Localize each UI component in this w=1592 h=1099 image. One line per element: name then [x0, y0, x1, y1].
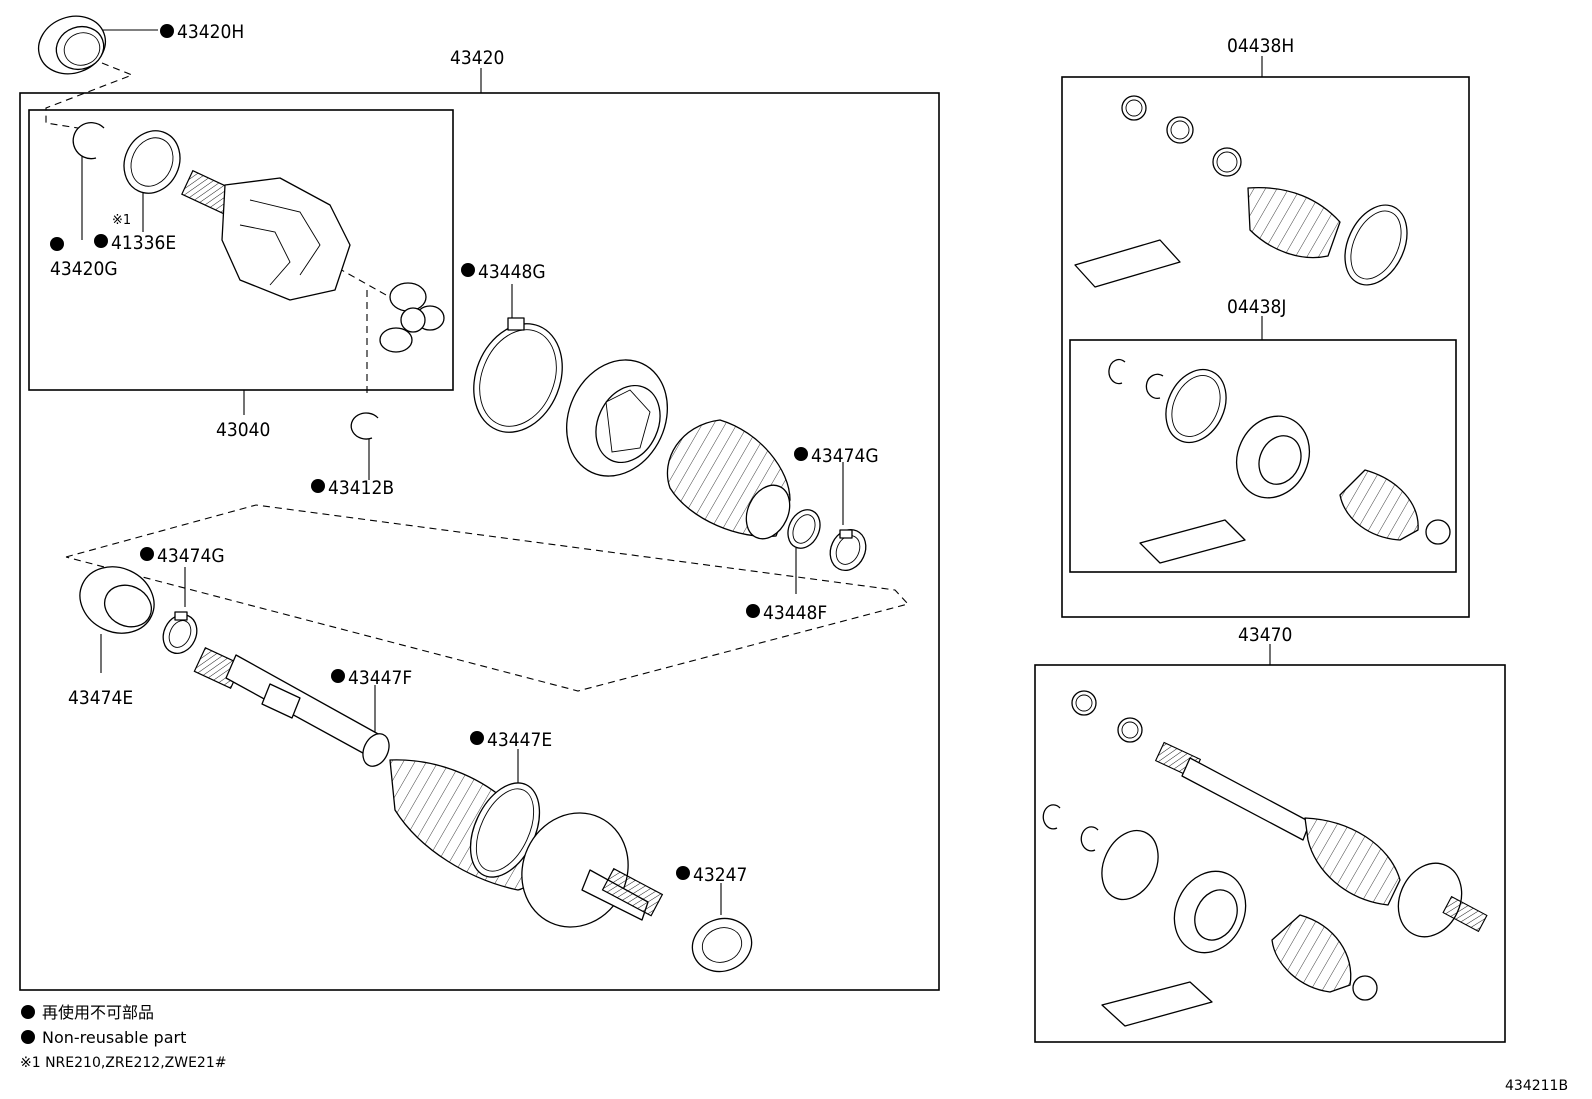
label-43447F-text: 43447F	[348, 667, 412, 689]
inboard-boot	[666, 419, 791, 540]
label-43420H-text: 43420H	[177, 21, 244, 43]
label-43470: 43470	[1238, 624, 1292, 646]
boot-clamp-43447F	[362, 733, 390, 767]
label-43420: 43420	[450, 47, 504, 69]
snap-ring-43412B	[350, 412, 379, 440]
label-mark1-text: ※1	[112, 213, 131, 228]
diagram-code: 434211B	[1505, 1078, 1568, 1094]
label-43474E: 43474E	[68, 687, 133, 709]
label-43447F: 43447F	[331, 667, 412, 689]
assembly-43470-parts	[1042, 690, 1488, 1027]
label-43420G-text: 43420G	[50, 258, 118, 280]
label-43474G-right-text: 43474G	[811, 445, 879, 467]
boot-kit-frame-04438J	[1069, 339, 1457, 573]
snap-ring-43420G	[72, 122, 105, 160]
legend: 再使用不可部品 Non-reusable part ※1 NRE210,ZRE2…	[20, 1003, 226, 1071]
drive-shaft	[193, 646, 381, 759]
label-43474E-text: 43474E	[68, 687, 133, 709]
label-43247-text: 43247	[693, 864, 747, 886]
kit-04438J-parts	[1108, 358, 1451, 564]
kit-04438H-parts	[1074, 95, 1408, 288]
shaft-assembly-frame-43470	[1034, 664, 1506, 1043]
boot-clamp-43474G-left	[162, 611, 198, 654]
seal-ring-43420H	[37, 15, 107, 75]
main-assembly-frame	[19, 92, 940, 991]
legend-en: Non-reusable part	[42, 1028, 186, 1047]
label-43470-text: 43470	[1238, 624, 1292, 646]
leader-lines	[81, 29, 1271, 915]
boot-clamp-43447E	[469, 782, 541, 878]
boot-clamp-43448G	[473, 317, 563, 433]
part-labels: 43420H 43420 43420G ※1 41336E 43040 4341…	[50, 21, 1294, 886]
label-43448G-text: 43448G	[478, 261, 546, 283]
label-43420-text: 43420	[450, 47, 504, 69]
label-43448F: 43448F	[746, 602, 827, 624]
label-43447E: 43447E	[470, 729, 552, 751]
tripod-joint	[379, 282, 445, 353]
label-43040: 43040	[216, 419, 270, 441]
label-43474G-left-text: 43474G	[157, 545, 225, 567]
label-43447E-text: 43447E	[487, 729, 552, 751]
seal-ring-43247	[691, 917, 753, 973]
footnote: ※1 NRE210,ZRE212,ZWE21#	[20, 1055, 226, 1071]
legend-jp: 再使用不可部品	[42, 1003, 154, 1022]
label-43412B: 43412B	[311, 477, 394, 499]
inboard-joint-housing	[181, 169, 351, 301]
label-43448F-text: 43448F	[763, 602, 827, 624]
label-43247: 43247	[676, 864, 747, 886]
boot-kit-frame-04438H	[1061, 76, 1470, 618]
dynamic-damper-43474E	[79, 566, 155, 634]
diagram-code-text: 434211B	[1505, 1078, 1568, 1094]
label-04438H-text: 04438H	[1227, 35, 1294, 57]
label-43040-text: 43040	[216, 419, 270, 441]
damper-ring	[565, 359, 669, 477]
label-mark1: ※1	[112, 213, 131, 228]
label-43474G-left: 43474G	[140, 545, 225, 567]
label-41336E-text: 41336E	[111, 232, 176, 254]
inboard-joint-frame	[28, 109, 454, 391]
boot-clamp-43448F	[787, 509, 821, 549]
label-43420G: 43420G	[50, 237, 118, 280]
label-04438J-text: 04438J	[1227, 296, 1286, 318]
boot-clamp-43474G-right	[829, 529, 867, 571]
seal-41336E	[123, 130, 181, 194]
label-43420H: 43420H	[160, 21, 244, 43]
dashed-guides	[45, 62, 910, 692]
label-04438H: 04438H	[1227, 35, 1294, 57]
outboard-joint	[521, 812, 664, 928]
label-43474G-right: 43474G	[794, 445, 879, 467]
label-41336E: 41336E	[94, 232, 176, 254]
label-43448G: 43448G	[461, 261, 546, 283]
label-43412B-text: 43412B	[328, 477, 394, 499]
label-04438J: 04438J	[1227, 296, 1286, 318]
